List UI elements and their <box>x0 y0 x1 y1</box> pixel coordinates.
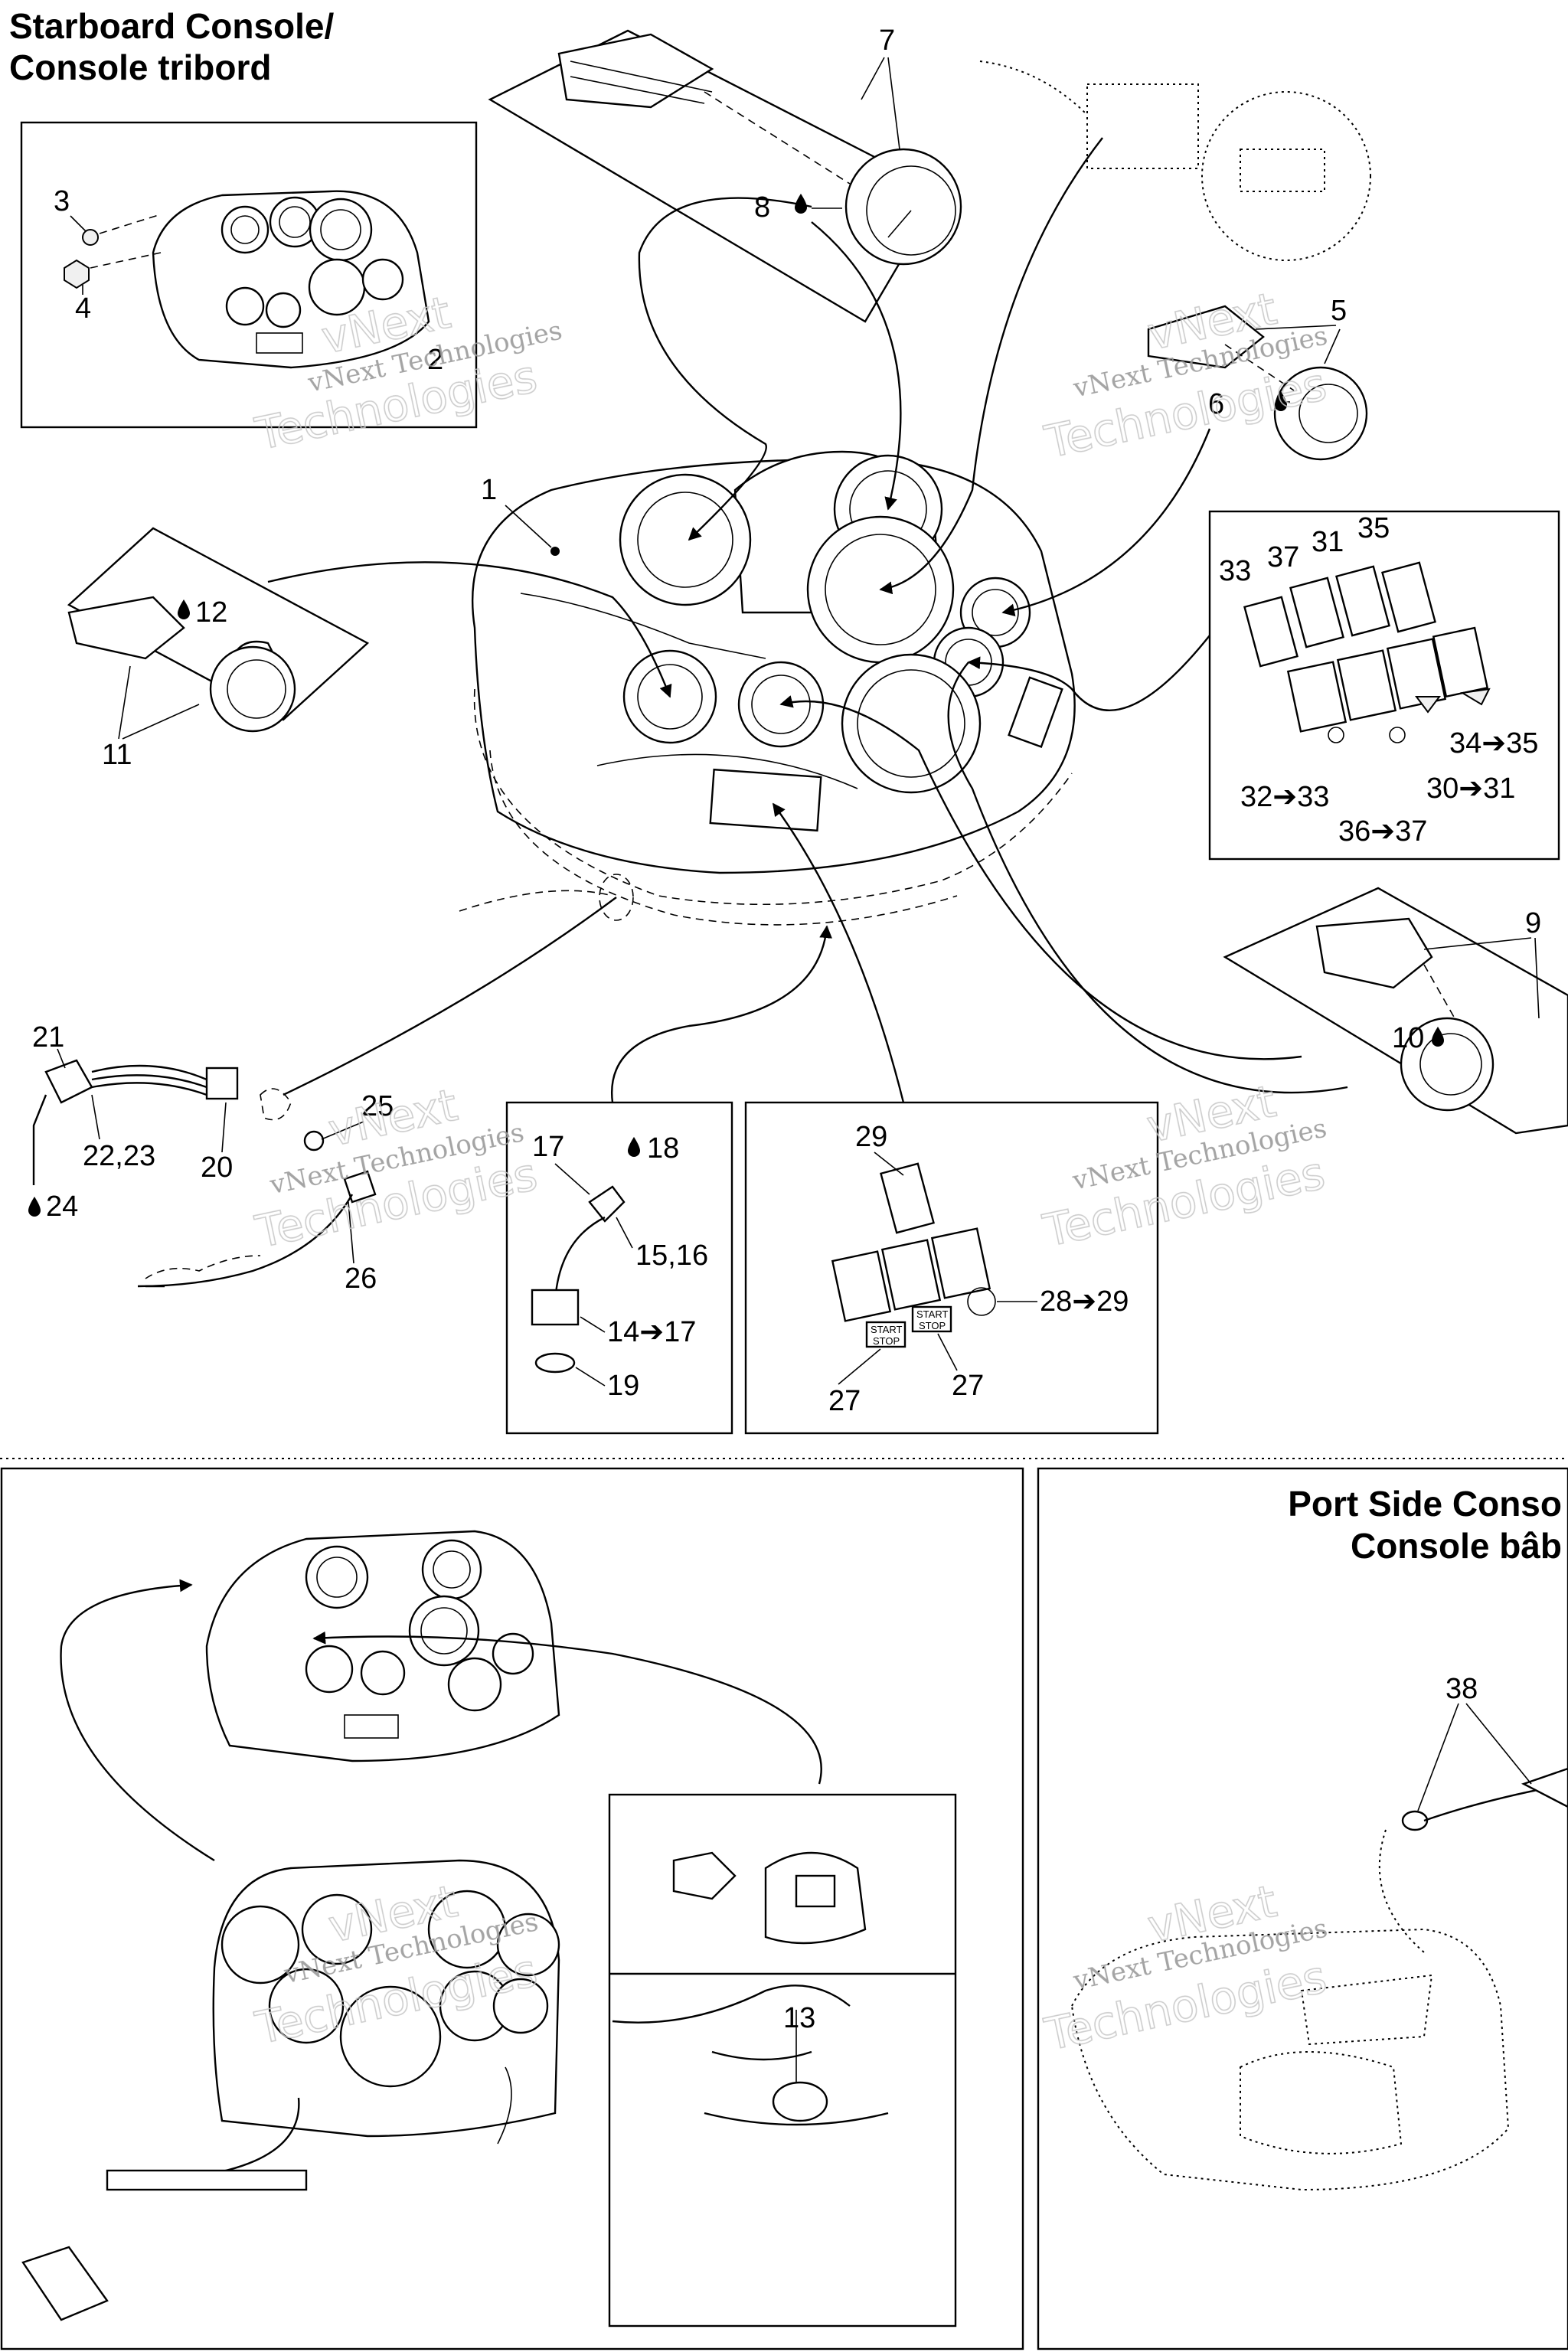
svg-text:18: 18 <box>647 1132 679 1165</box>
svg-text:26: 26 <box>345 1263 377 1295</box>
svg-text:37: 37 <box>1267 541 1299 573</box>
droplet-icon <box>178 599 190 619</box>
svg-text:17: 17 <box>532 1131 564 1163</box>
svg-text:13: 13 <box>783 2002 815 2034</box>
harness-20-26 <box>44 1059 377 1288</box>
digital-meter-top-right <box>979 60 1371 261</box>
svg-text:21: 21 <box>32 1021 64 1054</box>
svg-text:7: 7 <box>879 24 895 57</box>
svg-text:38: 38 <box>1446 1673 1478 1705</box>
watermark: vNext vNext Technologies Technologies <box>1040 1874 1331 2061</box>
svg-text:Console tribord: Console tribord <box>9 47 271 87</box>
wire-routing <box>267 137 1348 1103</box>
gauge-5 <box>1147 305 1368 461</box>
svg-text:2: 2 <box>427 344 443 376</box>
svg-text:12: 12 <box>195 596 227 629</box>
watermark: vNext vNext Technologies Technologies <box>250 1078 542 1259</box>
svg-text:3: 3 <box>54 185 70 217</box>
svg-text:27: 27 <box>828 1385 861 1417</box>
svg-text:36➔37: 36➔37 <box>1338 815 1427 848</box>
svg-text:29: 29 <box>855 1121 887 1153</box>
svg-text:11: 11 <box>102 739 132 771</box>
svg-text:33: 33 <box>1219 555 1251 587</box>
svg-text:25: 25 <box>361 1090 394 1122</box>
svg-text:14➔17: 14➔17 <box>607 1316 696 1348</box>
svg-text:34➔35: 34➔35 <box>1449 727 1538 760</box>
svg-text:1: 1 <box>481 474 497 506</box>
droplet-icon <box>795 194 807 214</box>
droplet-icon <box>628 1137 640 1157</box>
svg-text:Starboard Console/: Starboard Console/ <box>9 6 335 46</box>
svg-text:22,23: 22,23 <box>83 1140 155 1172</box>
main-console-1 <box>459 450 1076 926</box>
svg-text:32➔33: 32➔33 <box>1240 781 1329 813</box>
gauge-9 <box>1223 887 1568 1135</box>
svg-text:20: 20 <box>201 1152 233 1184</box>
gauge-11 <box>67 527 370 733</box>
svg-text:6: 6 <box>1208 388 1224 420</box>
svg-text:28➔29: 28➔29 <box>1040 1285 1129 1318</box>
svg-text:10: 10 <box>1392 1022 1424 1054</box>
leader-line <box>32 1094 47 1185</box>
watermark: vNext vNext Technologies Technologies <box>1038 1074 1330 1258</box>
switch-box-30-37 <box>1208 510 1560 861</box>
svg-text:4: 4 <box>75 292 91 325</box>
port-side-console-panel: Port Side Conso Console bâb <box>1037 1467 1568 2350</box>
svg-text:STOP: STOP <box>919 1320 946 1331</box>
droplet-icon <box>28 1197 41 1217</box>
svg-text:30➔31: 30➔31 <box>1426 773 1515 805</box>
start-stop-switch-icons: START STOP START STOP <box>871 1308 948 1347</box>
gauge-7 <box>488 29 962 323</box>
svg-text:24: 24 <box>46 1191 78 1223</box>
svg-text:5: 5 <box>1331 295 1347 327</box>
callout-labels: 3 4 2 7 8 5 6 1 12 11 33 37 31 35 34➔35 … <box>32 24 1541 2034</box>
svg-text:35: 35 <box>1357 512 1390 544</box>
svg-text:31: 31 <box>1312 526 1344 558</box>
svg-text:19: 19 <box>607 1370 639 1402</box>
box-27-29 <box>744 1101 1159 1435</box>
svg-text:27: 27 <box>952 1370 984 1402</box>
svg-text:9: 9 <box>1525 907 1541 939</box>
callout-leaders <box>57 57 1540 2082</box>
starboard-console-title: Starboard Console/ Console tribord <box>9 6 335 87</box>
svg-text:STOP: STOP <box>873 1335 900 1347</box>
port-side-title-line1: Port Side Conso <box>1288 1484 1562 1524</box>
svg-text:8: 8 <box>754 191 770 224</box>
port-side-title-line2: Console bâb <box>1351 1526 1562 1566</box>
inset-console-fasteners <box>20 121 478 429</box>
box-14-19 <box>505 1101 733 1435</box>
svg-text:15,16: 15,16 <box>635 1240 708 1272</box>
lower-left-panel <box>0 1467 1024 2350</box>
svg-text:START: START <box>916 1308 948 1320</box>
svg-text:START: START <box>871 1324 902 1335</box>
